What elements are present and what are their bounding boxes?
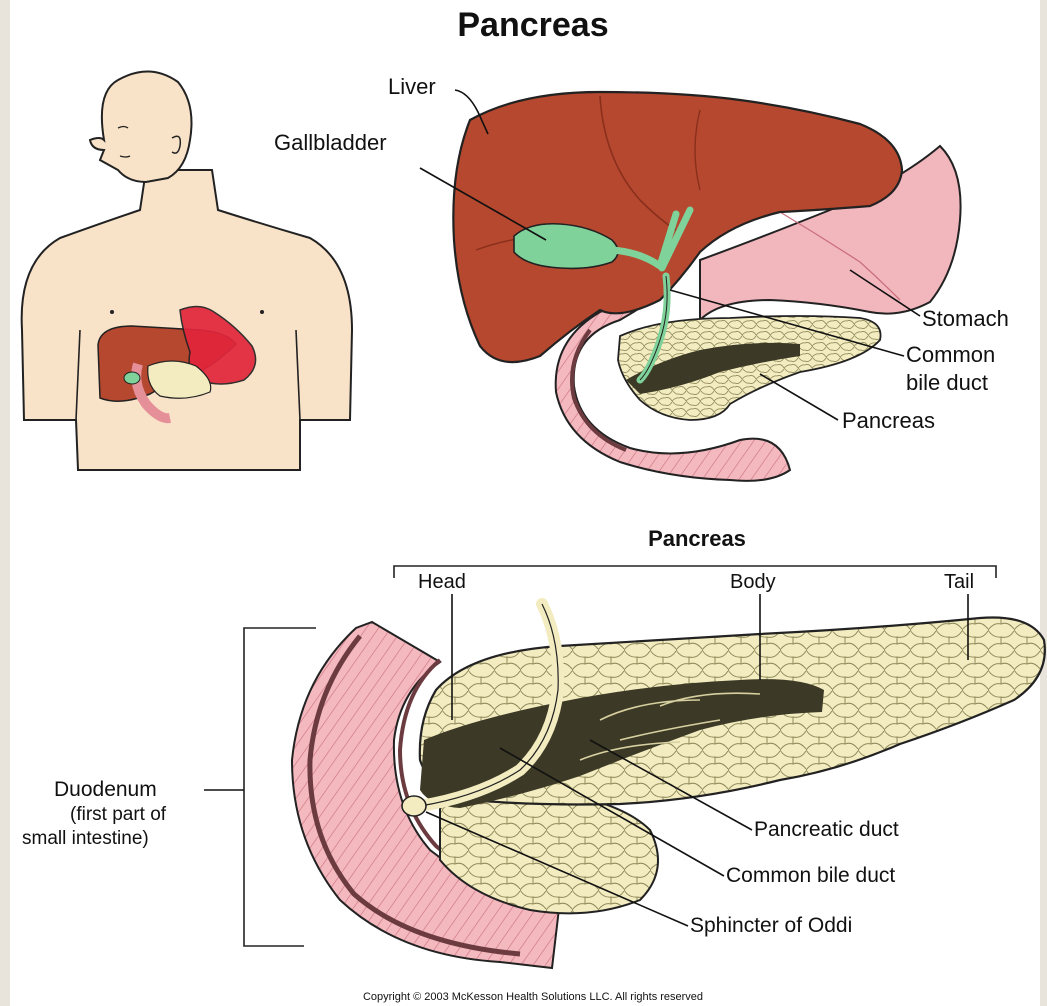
label-stomach: Stomach [922,306,1009,331]
detail-section: Pancreas Head Body Tail [244,526,1045,968]
label-liver: Liver [388,74,436,99]
label-body: Body [730,571,776,593]
page-title: Pancreas [457,6,608,44]
copyright-text: Copyright © 2003 McKesson Health Solutio… [363,991,703,1003]
label-tail: Tail [944,571,974,593]
label-pancreatic-duct: Pancreatic duct [754,818,899,841]
label-duodenum: Duodenum [54,778,157,801]
label-sphincter: Sphincter of Oddi [690,914,852,937]
pancreas-bracket [394,566,996,578]
label-common-bile-duct: Common bile duct [726,864,895,887]
label-duodenum-sub-2: small intestine) [22,828,149,849]
label-top-common-bile-duct-2: bile duct [906,370,988,395]
label-head: Head [418,571,466,593]
leader-top-pancreas [760,374,838,420]
label-top-pancreas: Pancreas [842,408,935,433]
label-duodenum-sub-1: (first part of [70,804,167,825]
label-gallbladder: Gallbladder [274,130,387,155]
label-top-common-bile-duct-1: Common [906,342,995,367]
detail-heading: Pancreas [648,526,746,551]
